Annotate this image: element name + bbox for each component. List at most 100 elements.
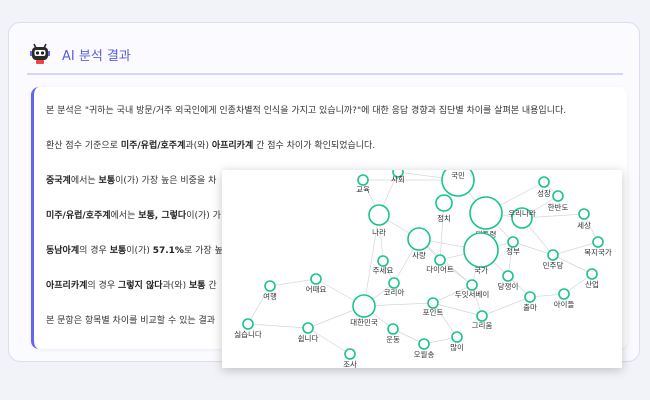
network-node[interactable]: 대통령 bbox=[469, 196, 503, 239]
percent-value: 57.1% bbox=[152, 246, 184, 256]
network-node-label: 주세요 bbox=[373, 266, 394, 275]
network-node[interactable]: 출마 bbox=[523, 291, 537, 312]
network-node[interactable]: 조사 bbox=[343, 348, 357, 368]
network-node-circle bbox=[507, 236, 519, 248]
group-label: 동남아계 bbox=[46, 246, 80, 256]
network-node[interactable]: 주세요 bbox=[373, 255, 394, 275]
network-node-label: 운동 bbox=[386, 335, 400, 344]
response-label: 보통 bbox=[109, 246, 127, 256]
text-segment: 과(와) bbox=[162, 281, 189, 291]
network-node[interactable]: 정부 bbox=[506, 236, 520, 256]
network-node-circle bbox=[242, 318, 254, 330]
score-paragraph: 환산 점수 기준으로 미주/유럽/호주계과(와) 아프리카계 간 점수 차이가 … bbox=[46, 138, 375, 151]
network-edge bbox=[481, 296, 531, 317]
network-node[interactable]: 운동 bbox=[386, 323, 400, 344]
summary-paragraph: 본 문항은 항목별 차이를 비교할 수 있는 결과 bbox=[46, 316, 216, 326]
network-node[interactable]: 많이 bbox=[450, 331, 464, 352]
text-segment: 의 경우 bbox=[87, 281, 118, 291]
network-node[interactable]: 정치 bbox=[435, 194, 453, 223]
network-node-label: 많이 bbox=[450, 342, 464, 352]
network-node-circle bbox=[435, 194, 453, 212]
network-node[interactable]: 한반도 bbox=[548, 190, 569, 212]
network-node-circle bbox=[552, 190, 564, 202]
network-node-circle bbox=[302, 322, 314, 334]
network-node-circle bbox=[434, 254, 446, 266]
network-node-label: 출마 bbox=[523, 302, 537, 312]
intro-paragraph: 본 분석은 "귀하는 국내 방문/거주 외국인에게 인종차별적 인식을 가지고 … bbox=[46, 106, 567, 116]
network-node-circle bbox=[538, 176, 550, 188]
network-node[interactable]: 사회 bbox=[391, 170, 405, 184]
network-node[interactable]: 교육 bbox=[356, 174, 370, 194]
network-node[interactable]: 국가 bbox=[463, 232, 499, 275]
network-node-circle bbox=[377, 255, 389, 267]
network-node[interactable]: 세상 bbox=[577, 208, 591, 230]
network-node[interactable]: 쉽니다 bbox=[298, 322, 319, 343]
network-node-circle bbox=[310, 273, 322, 285]
network-node-circle bbox=[592, 236, 604, 248]
network-node-label: 국민 bbox=[451, 170, 465, 180]
network-node-label: 여행 bbox=[263, 291, 277, 301]
network-node[interactable]: 우리나라 bbox=[508, 207, 536, 229]
network-node-label: 정치 bbox=[437, 213, 451, 223]
group-label: 미주/유럽/호주계 bbox=[120, 141, 186, 151]
network-node[interactable]: 오월송 bbox=[414, 338, 435, 359]
network-node-label: 나라 bbox=[372, 228, 386, 237]
network-node[interactable]: 국민 bbox=[441, 170, 475, 197]
network-node[interactable]: 당쟁이 bbox=[498, 270, 519, 291]
header-divider bbox=[27, 73, 623, 75]
network-node[interactable]: 그리움 bbox=[472, 310, 493, 330]
network-node[interactable]: 다이어트 bbox=[426, 254, 454, 274]
network-node[interactable]: 코리아 bbox=[384, 277, 405, 297]
network-edge bbox=[432, 302, 483, 317]
network-node-circle bbox=[586, 268, 598, 280]
group-label: 미주/유럽/호주계 bbox=[46, 211, 111, 221]
network-edge bbox=[432, 302, 458, 338]
sea-paragraph: 동남아계의 경우 보통이(가) 57.1%로 가장 높 bbox=[46, 243, 223, 256]
network-node[interactable]: 산업 bbox=[585, 268, 599, 289]
network-node-label: 한반도 bbox=[548, 203, 569, 212]
network-node-label: 아이들 bbox=[554, 299, 575, 309]
group-label: 아프리카계 bbox=[46, 281, 88, 291]
network-node-label: 포인트 bbox=[423, 307, 444, 317]
network-node-circle bbox=[524, 291, 536, 303]
text-segment: 환산 점수 기준으로 bbox=[46, 141, 121, 151]
network-node[interactable]: 대한민국 bbox=[350, 294, 378, 327]
network-node-circle bbox=[352, 294, 376, 318]
network-node[interactable]: 싫습니다 bbox=[234, 318, 262, 339]
network-edge bbox=[439, 202, 445, 261]
network-node-circle bbox=[469, 196, 503, 230]
network-node[interactable]: 복지국가 bbox=[584, 236, 612, 257]
network-node-label: 싫습니다 bbox=[234, 329, 262, 339]
text-segment: 로 가장 높 bbox=[183, 246, 223, 256]
network-node-circle bbox=[407, 227, 431, 251]
network-node[interactable]: 사랑 bbox=[407, 227, 431, 260]
network-edge bbox=[439, 259, 473, 286]
text-segment: 이(가) 가 bbox=[186, 211, 221, 221]
network-node[interactable]: 포인트 bbox=[423, 297, 444, 317]
network-node-label: 어때요 bbox=[306, 284, 327, 294]
network-node-label: 사랑 bbox=[412, 251, 426, 260]
network-node-circle bbox=[466, 279, 478, 291]
response-label: 그렇지 않다 bbox=[117, 281, 163, 291]
network-node-label: 그리움 bbox=[472, 321, 493, 330]
network-edge bbox=[512, 241, 554, 256]
network-node[interactable]: 성장 bbox=[537, 176, 551, 198]
africa-paragraph: 아프리카계의 경우 그렇지 않다과(와) 보통 간 bbox=[46, 278, 217, 291]
network-node-label: 정부 bbox=[506, 246, 520, 256]
network-node[interactable]: 여행 bbox=[263, 280, 277, 301]
network-node-circle bbox=[427, 297, 439, 309]
network-node[interactable]: 어때요 bbox=[306, 273, 327, 294]
network-edge bbox=[247, 285, 271, 325]
network-edge bbox=[247, 323, 309, 329]
network-edge bbox=[307, 327, 351, 355]
network-node-circle bbox=[368, 204, 390, 226]
network-node-circle bbox=[344, 348, 356, 360]
network-node[interactable]: 나라 bbox=[368, 204, 390, 237]
network-node-label: 대한민국 bbox=[350, 317, 378, 327]
network-node[interactable]: 두잇서베이 bbox=[455, 279, 490, 299]
network-node[interactable]: 아이들 bbox=[554, 288, 575, 309]
network-node[interactable]: 민주당 bbox=[543, 249, 564, 270]
network-node-label: 민주당 bbox=[543, 260, 564, 270]
